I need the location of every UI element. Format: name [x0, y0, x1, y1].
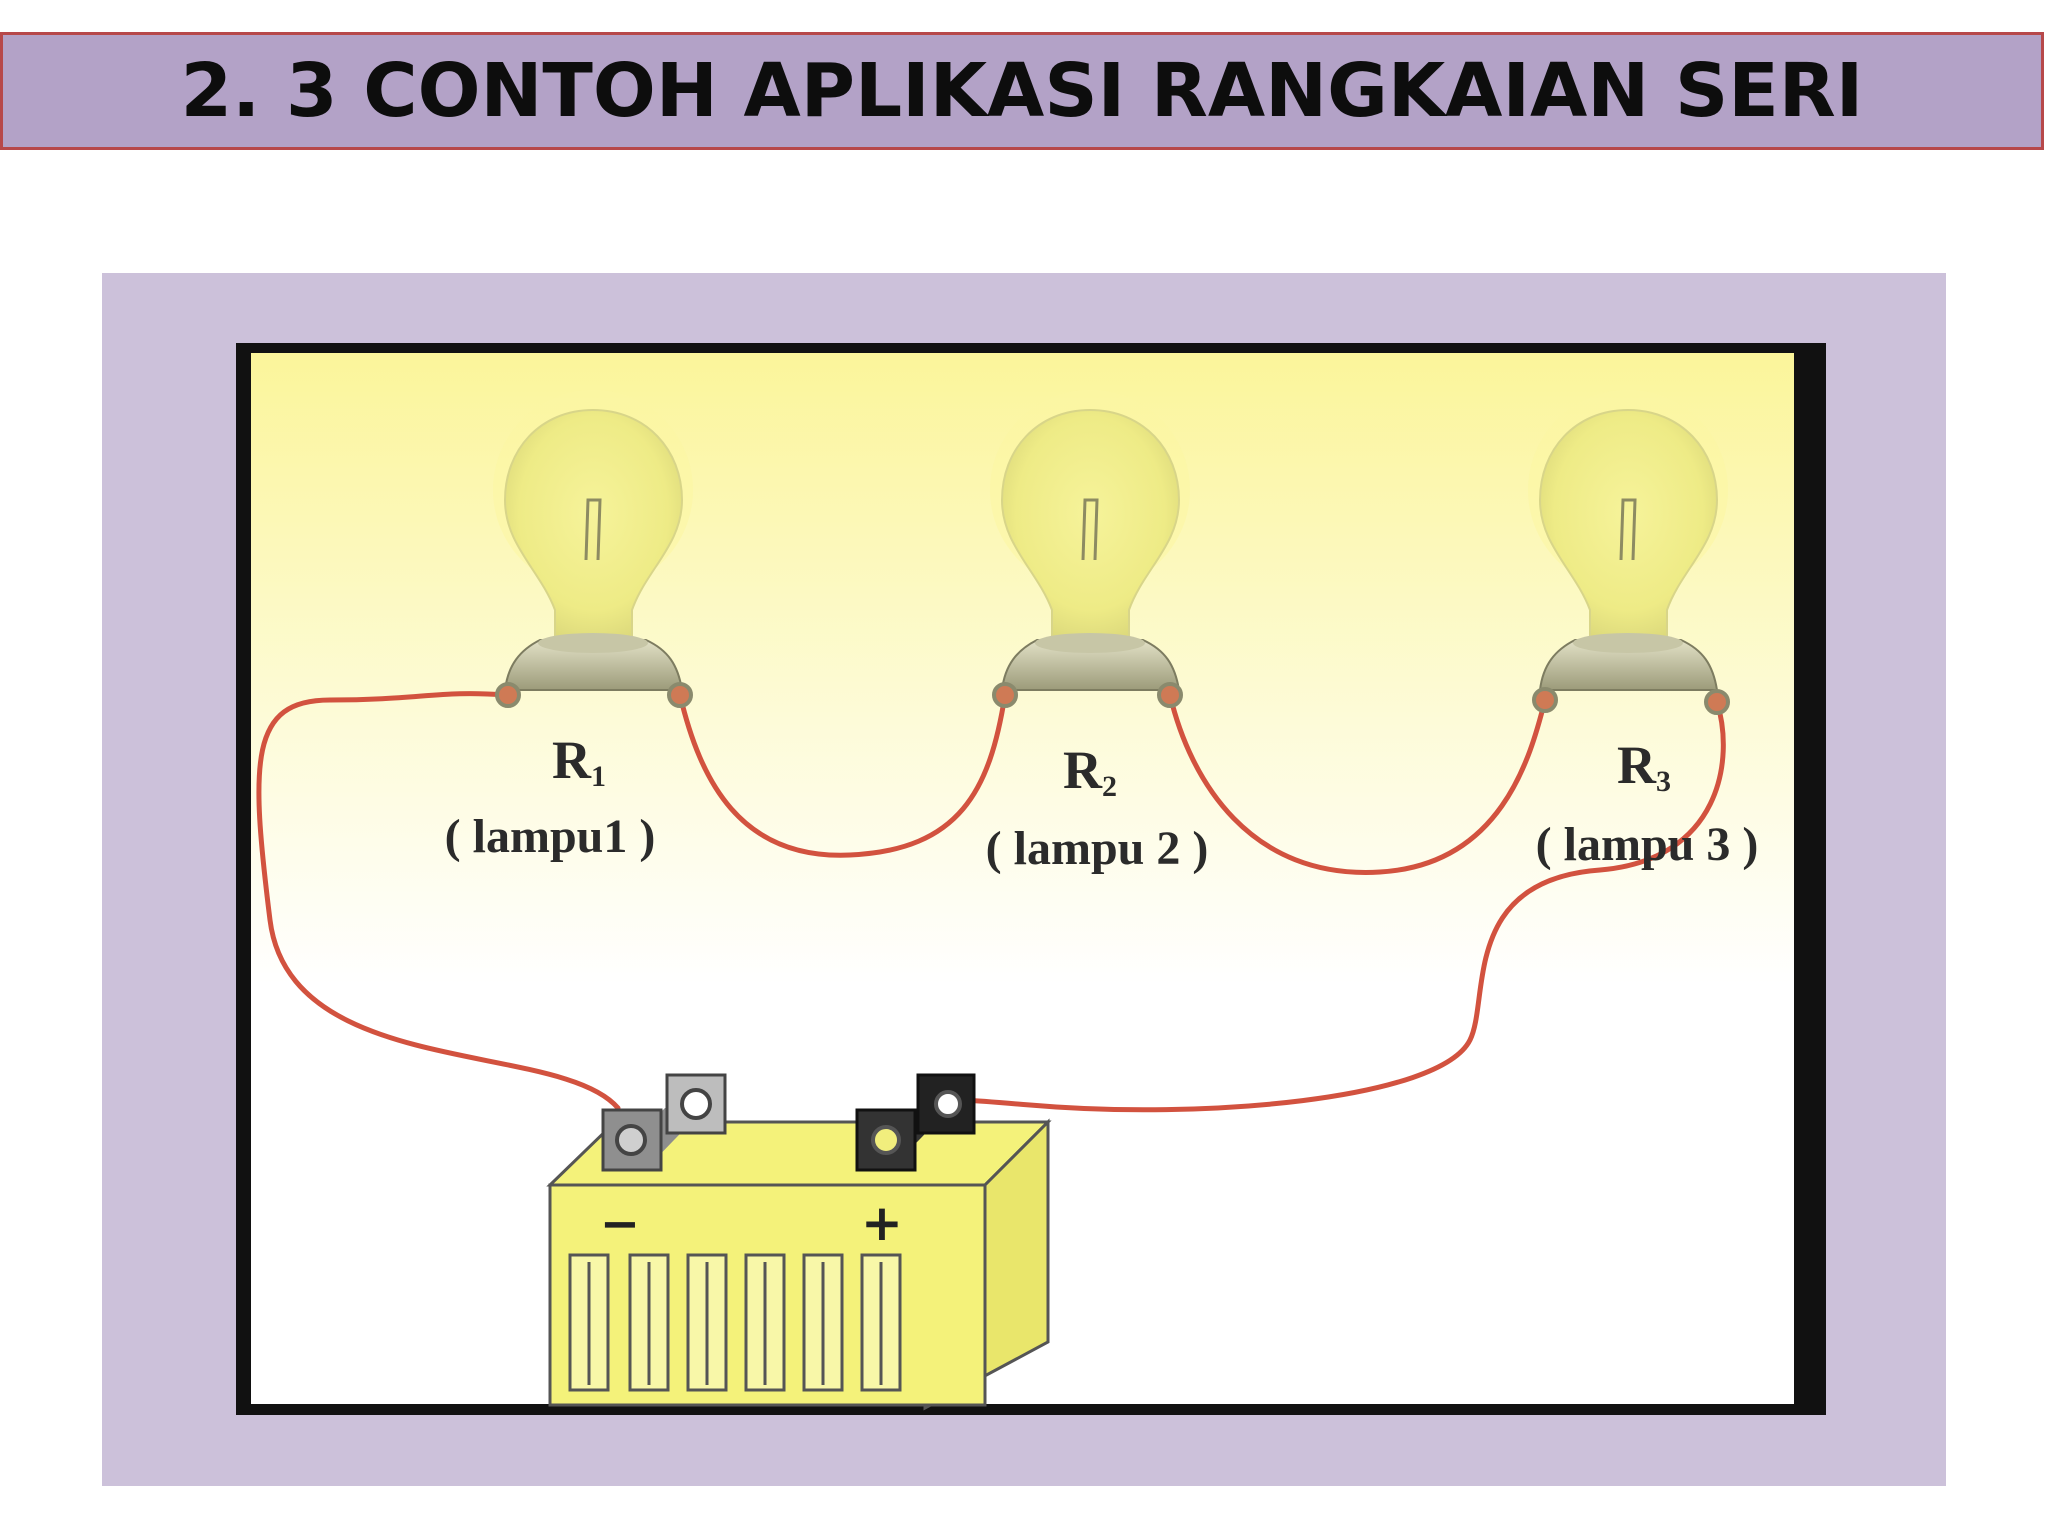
lamp-r2-name: ( lampu 2 )	[986, 822, 1209, 875]
wires	[256, 691, 1726, 1113]
lamp-r2-symbol: R2	[1063, 740, 1117, 803]
battery-negative-sign: −	[600, 1196, 640, 1252]
lamp-r3-symbol: R3	[1617, 735, 1671, 798]
lamp-r1-symbol: R1	[552, 730, 606, 793]
lamp-r3-bulb-icon	[1528, 390, 1730, 715]
lamp-r2-bulb-icon	[990, 390, 1190, 708]
lamp-r3-name: ( lampu 3 )	[1536, 818, 1759, 871]
wire-battery-neg-to-r1	[256, 691, 621, 1111]
wire-r1-to-r2	[677, 692, 1008, 858]
lamp-r1-name: ( lampu1 )	[445, 810, 656, 863]
battery-positive-sign: +	[861, 1194, 903, 1252]
battery-negative-terminal	[601, 1073, 727, 1172]
wire-r3-to-battery-pos	[952, 699, 1726, 1113]
battery-cells	[568, 1253, 902, 1392]
wire-r2-to-r3	[1167, 692, 1548, 875]
battery-icon: − +	[546, 1073, 1052, 1411]
lamp-r1-bulb-icon	[493, 390, 693, 708]
battery-positive-terminal	[855, 1073, 976, 1172]
slide-title: 2. 3 CONTOH APLIKASI RANGKAIAN SERI	[180, 48, 1864, 134]
slide-title-bar: 2. 3 CONTOH APLIKASI RANGKAIAN SERI	[0, 32, 2044, 150]
